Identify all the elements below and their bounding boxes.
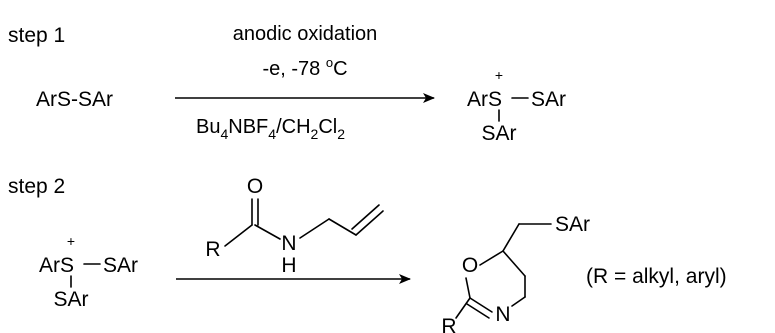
step-2: step 2 + ArS SAr SAr R O N H [8, 175, 727, 333]
sulfonium-left: ArS [467, 88, 502, 111]
vinyl-double-bond-1 [355, 210, 384, 236]
ch2-ch-bond [328, 218, 357, 236]
r-group-note: (R = alkyl, aryl) [586, 265, 727, 288]
amide-r-label: R [205, 238, 220, 261]
r-c-bond [224, 224, 253, 247]
n-c2-double-bond-1 [469, 297, 493, 313]
sulfonium-left: ArS [39, 254, 74, 277]
n-ch2-bond [299, 218, 330, 239]
oxazoline-product: O N R SAr [441, 213, 590, 333]
step-1-conditions-bottom: Bu4NBF4/CH2Cl2 [196, 116, 345, 142]
charge-plus: + [67, 233, 75, 249]
step-1-reactant: ArS-SAr [36, 88, 113, 111]
amide-h-label: H [281, 254, 296, 277]
vinyl-double-bond-2 [351, 204, 380, 230]
step-1-conditions-top-2: -e, -78 oC [262, 55, 347, 80]
sulfonium-right: SAr [103, 254, 138, 277]
step-1-conditions-top-1: anodic oxidation [233, 23, 378, 45]
ring-r-label: R [441, 315, 456, 333]
c5-c4-bond [502, 250, 526, 277]
amide-o-label: O [247, 175, 263, 198]
o-c5-bond [479, 250, 504, 266]
sulfonium-right: SAr [531, 88, 566, 111]
c2-o-bond [465, 277, 471, 299]
step-2-label: step 2 [8, 175, 65, 198]
allyl-amide: R O N H [205, 175, 384, 277]
step-1-label: step 1 [8, 24, 65, 47]
step-1: step 1 ArS-SAr anodic oxidation -e, -78 … [8, 23, 566, 145]
step-1-product-sulfonium: + ArS SAr SAr [467, 67, 566, 145]
charge-plus: + [495, 67, 503, 83]
ring-sar-label: SAr [555, 213, 590, 236]
sulfonium-bottom: SAr [53, 288, 88, 311]
step-2-sulfonium: + ArS SAr SAr [39, 233, 138, 311]
c4-n-bond [511, 296, 526, 307]
ring-o-label: O [462, 254, 478, 277]
sulfonium-bottom: SAr [481, 122, 516, 145]
n-c2-double-bond-2 [466, 303, 490, 319]
c-n-bond [254, 224, 281, 240]
amide-n-label: N [281, 232, 296, 255]
c5-ch2-bond [502, 223, 520, 252]
c2-r-bond [455, 297, 471, 319]
ring-n-label: N [495, 303, 510, 326]
